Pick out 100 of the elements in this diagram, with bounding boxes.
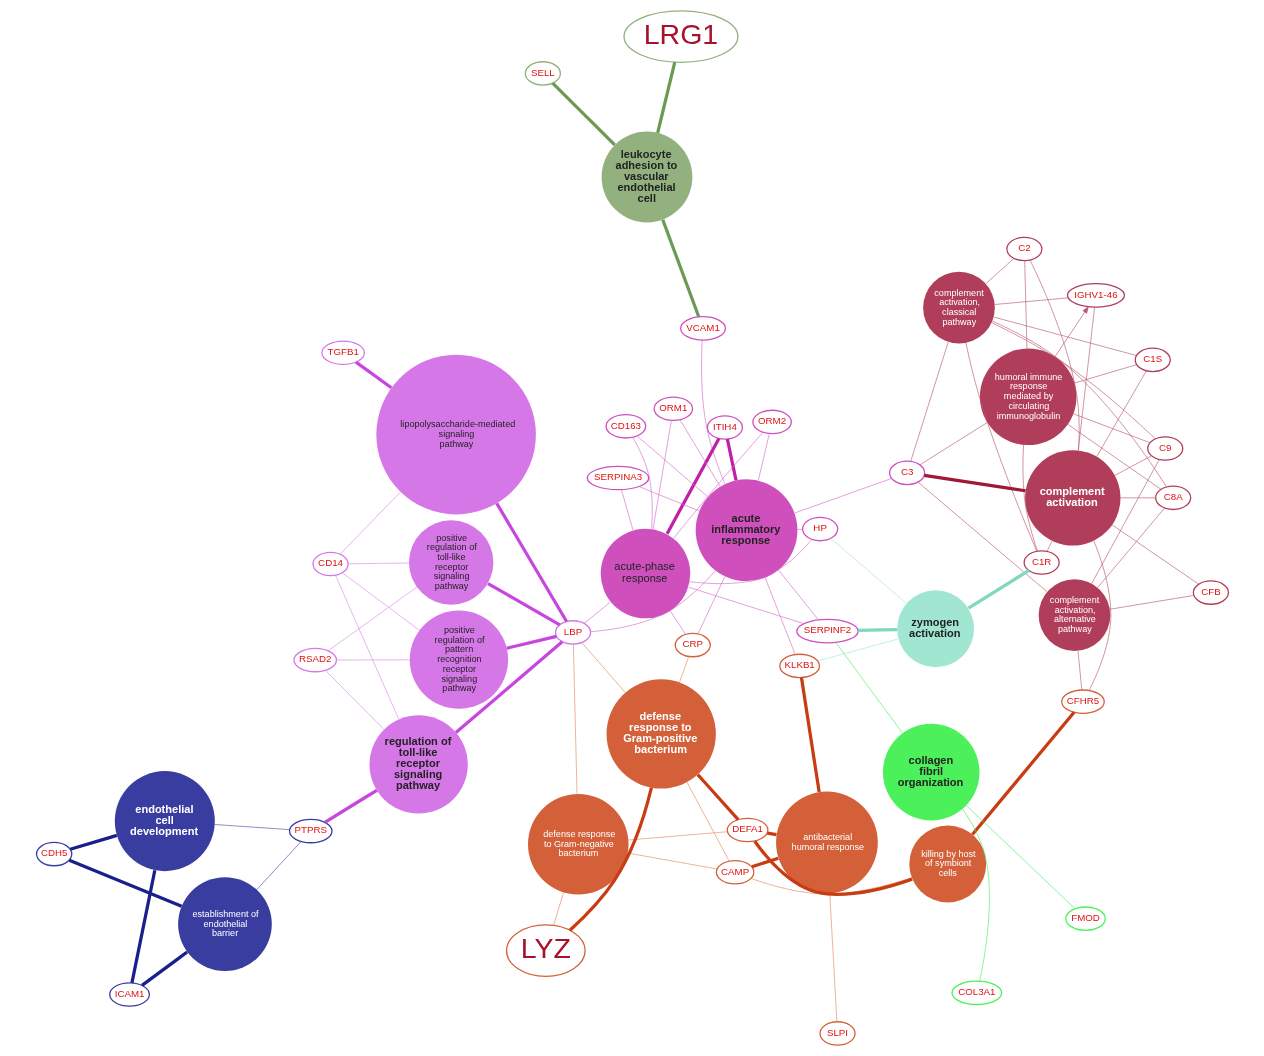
- node-circle: defense response to Gram-positive bacterium: [606, 679, 716, 789]
- connector: [68, 858, 182, 908]
- connector: [632, 437, 653, 530]
- node-ellipse: VCAM1: [679, 316, 726, 341]
- connector: [652, 420, 672, 530]
- connector: [334, 574, 399, 720]
- connector: [834, 642, 903, 734]
- connector: [638, 486, 699, 512]
- connector: [753, 840, 913, 896]
- node-circle: positive regulation of toll-like receptor signaling pathway: [408, 520, 493, 605]
- connector: [129, 869, 156, 984]
- node-ellipse: CAMP: [715, 859, 754, 885]
- connector: [796, 529, 803, 530]
- connector: [1029, 259, 1079, 451]
- connector: [700, 339, 725, 485]
- connector: [1095, 370, 1147, 457]
- node-circle: complement activation, classical pathway: [922, 271, 995, 344]
- connector: [725, 438, 738, 481]
- connector: [494, 502, 568, 623]
- connector: [965, 805, 1075, 909]
- connector: [347, 562, 409, 565]
- connector: [454, 640, 563, 734]
- node-ellipse: ORM2: [751, 409, 792, 435]
- connector: [689, 539, 812, 584]
- node-ellipse: C1R: [1023, 550, 1060, 575]
- node-ellipse: FMOD: [1064, 906, 1106, 931]
- connector: [1022, 444, 1038, 552]
- node-circle: endothelial cell development: [114, 771, 215, 872]
- connector: [967, 569, 1030, 610]
- node-ellipse: CRP: [674, 632, 711, 658]
- connector: [992, 316, 1137, 356]
- connector: [777, 569, 819, 621]
- node-circle: humoral immune response mediated by circulating immunoglobulin: [979, 348, 1076, 446]
- connector: [686, 781, 729, 862]
- connector: [1119, 497, 1156, 499]
- connector: [1073, 364, 1137, 384]
- node-ellipse: CFB: [1192, 580, 1229, 605]
- node-ellipse: CD14: [311, 551, 349, 577]
- connector: [323, 788, 378, 824]
- connector: [757, 433, 770, 481]
- connector: [750, 856, 779, 869]
- connector: [830, 538, 907, 604]
- node-circle: establishment of endothelial barrier: [177, 877, 272, 971]
- connector: [551, 82, 616, 147]
- connector: [1046, 540, 1052, 552]
- node-ellipse: C2: [1005, 236, 1043, 262]
- node-ellipse: CFHR5: [1060, 689, 1105, 714]
- connector: [341, 572, 420, 631]
- node-ellipse: C8A: [1154, 485, 1191, 511]
- node-ellipse: SELL: [524, 61, 561, 86]
- node-ellipse: SERPINF2: [795, 618, 859, 644]
- connector: [919, 422, 988, 466]
- connector: [620, 489, 633, 531]
- node-ellipse: SLPI: [818, 1021, 856, 1046]
- connector: [965, 342, 1037, 552]
- node-ellipse: DEFA1: [726, 817, 769, 843]
- connector: [679, 419, 720, 487]
- connector: [255, 841, 301, 891]
- connector: [1090, 459, 1159, 584]
- node-circle: killing by host of symbiont cells: [908, 825, 986, 903]
- connector: [669, 610, 686, 635]
- node-ellipse: CDH5: [35, 841, 72, 867]
- node-ellipse: HP: [801, 516, 838, 542]
- connector: [1067, 424, 1161, 490]
- connector: [991, 320, 1167, 488]
- connector: [678, 656, 689, 683]
- connector: [793, 478, 892, 514]
- node-circle: complement activation, alternative pathway: [1038, 579, 1110, 651]
- connector: [589, 570, 716, 632]
- node-circle: antibacterial humoral response: [775, 791, 878, 894]
- node-circle: lipopolysaccharide-mediated signaling pathway: [375, 354, 536, 515]
- connector: [1108, 595, 1194, 610]
- node-ellipse: LRG1: [622, 10, 739, 63]
- connector: [764, 577, 795, 655]
- connector: [1114, 455, 1152, 476]
- node-ellipse: C3: [888, 460, 925, 486]
- connector: [970, 711, 1075, 836]
- connector: [636, 435, 708, 498]
- connector: [1111, 524, 1199, 585]
- connector: [660, 219, 700, 318]
- node-circle: complement activation: [1024, 450, 1120, 546]
- connector: [354, 360, 392, 390]
- connector: [69, 833, 117, 851]
- connector: [552, 892, 564, 926]
- connector: [984, 258, 1014, 284]
- node-ellipse: PTPRS: [288, 818, 333, 844]
- node-ellipse: C9: [1146, 436, 1183, 461]
- connector: [581, 642, 626, 693]
- node-ellipse: RSAD2: [292, 647, 337, 673]
- node-ellipse: C1S: [1134, 347, 1171, 373]
- node-ellipse: SERPINA3: [586, 465, 649, 491]
- connector: [696, 773, 739, 821]
- connector: [335, 659, 410, 661]
- connector: [687, 586, 804, 624]
- connector: [917, 481, 1047, 593]
- node-ellipse: COL3A1: [950, 980, 1002, 1006]
- connector: [1023, 260, 1027, 349]
- connector: [672, 432, 763, 539]
- node-circle: positive regulation of pattern recognition receptor signaling pathway: [409, 610, 508, 709]
- connector: [766, 831, 777, 837]
